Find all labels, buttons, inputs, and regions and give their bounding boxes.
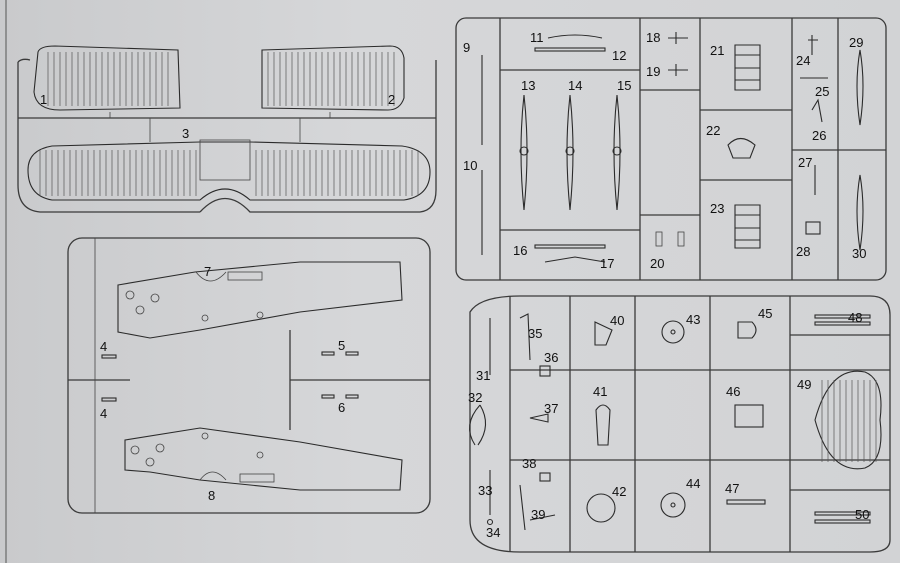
part-number-label: 5 [338, 338, 345, 353]
part-number-label: 2 [388, 92, 395, 107]
part-number-label: 22 [706, 123, 720, 138]
part-number-label: 30 [852, 246, 866, 261]
part-number-label: 17 [600, 256, 614, 271]
part-2-upper-wing-right [261, 45, 405, 111]
part-number-label: 49 [797, 377, 811, 392]
part-number-label: 32 [468, 390, 482, 405]
part-14-propeller [566, 94, 574, 211]
part-number-label: 7 [204, 264, 211, 279]
part-number-label: 20 [650, 256, 664, 271]
part-number-label: 18 [646, 30, 660, 45]
part-number-label: 41 [593, 384, 607, 399]
part-number-label: 24 [796, 53, 810, 68]
part-number-label: 9 [463, 40, 470, 55]
sprue-b [67, 237, 431, 514]
part-number-label: 40 [610, 313, 624, 328]
part-number-label: 15 [617, 78, 631, 93]
part-number-label: 42 [612, 484, 626, 499]
part-number-label: 13 [521, 78, 535, 93]
part-49-tailplane [814, 370, 882, 470]
part-number-label: 8 [208, 488, 215, 503]
part-number-label: 11 [530, 30, 544, 45]
part-number-label: 43 [686, 312, 700, 327]
part-number-label: 31 [476, 368, 490, 383]
part-number-label: 14 [568, 78, 582, 93]
part-1-upper-wing-left [33, 45, 181, 111]
part-number-label: 4 [100, 339, 107, 354]
part-number-label: 46 [726, 384, 740, 399]
part-number-label: 4 [100, 406, 107, 421]
part-number-label: 37 [544, 401, 558, 416]
sprue-c [455, 17, 887, 281]
part-number-label: 10 [463, 158, 477, 173]
part-number-label: 26 [812, 128, 826, 143]
part-number-label: 29 [849, 35, 863, 50]
part-number-label: 16 [513, 243, 527, 258]
part-number-label: 48 [848, 310, 862, 325]
part-number-label: 21 [710, 43, 724, 58]
part-7-fuselage-left [117, 261, 403, 339]
part-number-label: 12 [612, 48, 626, 63]
part-number-label: 25 [815, 84, 829, 99]
part-number-label: 38 [522, 456, 536, 471]
part-number-label: 47 [725, 481, 739, 496]
part-15-propeller [613, 94, 621, 211]
part-number-label: 35 [528, 326, 542, 341]
part-number-label: 34 [486, 525, 500, 540]
part-number-label: 28 [796, 244, 810, 259]
part-number-label: 1 [40, 92, 47, 107]
part-number-label: 27 [798, 155, 812, 170]
part-number-label: 23 [710, 201, 724, 216]
sprue-d [469, 295, 891, 553]
part-number-label: 19 [646, 64, 660, 79]
part-13-propeller [520, 94, 528, 211]
part-number-label: 39 [531, 507, 545, 522]
part-number-label: 3 [182, 126, 189, 141]
part-number-label: 50 [855, 507, 869, 522]
part-8-fuselage-right [124, 427, 403, 491]
part-number-label: 6 [338, 400, 345, 415]
part-3-lower-wing [27, 141, 431, 201]
sprue-a [17, 45, 437, 213]
part-number-label: 33 [478, 483, 492, 498]
part-number-label: 44 [686, 476, 700, 491]
part-number-label: 36 [544, 350, 558, 365]
part-number-label: 45 [758, 306, 772, 321]
